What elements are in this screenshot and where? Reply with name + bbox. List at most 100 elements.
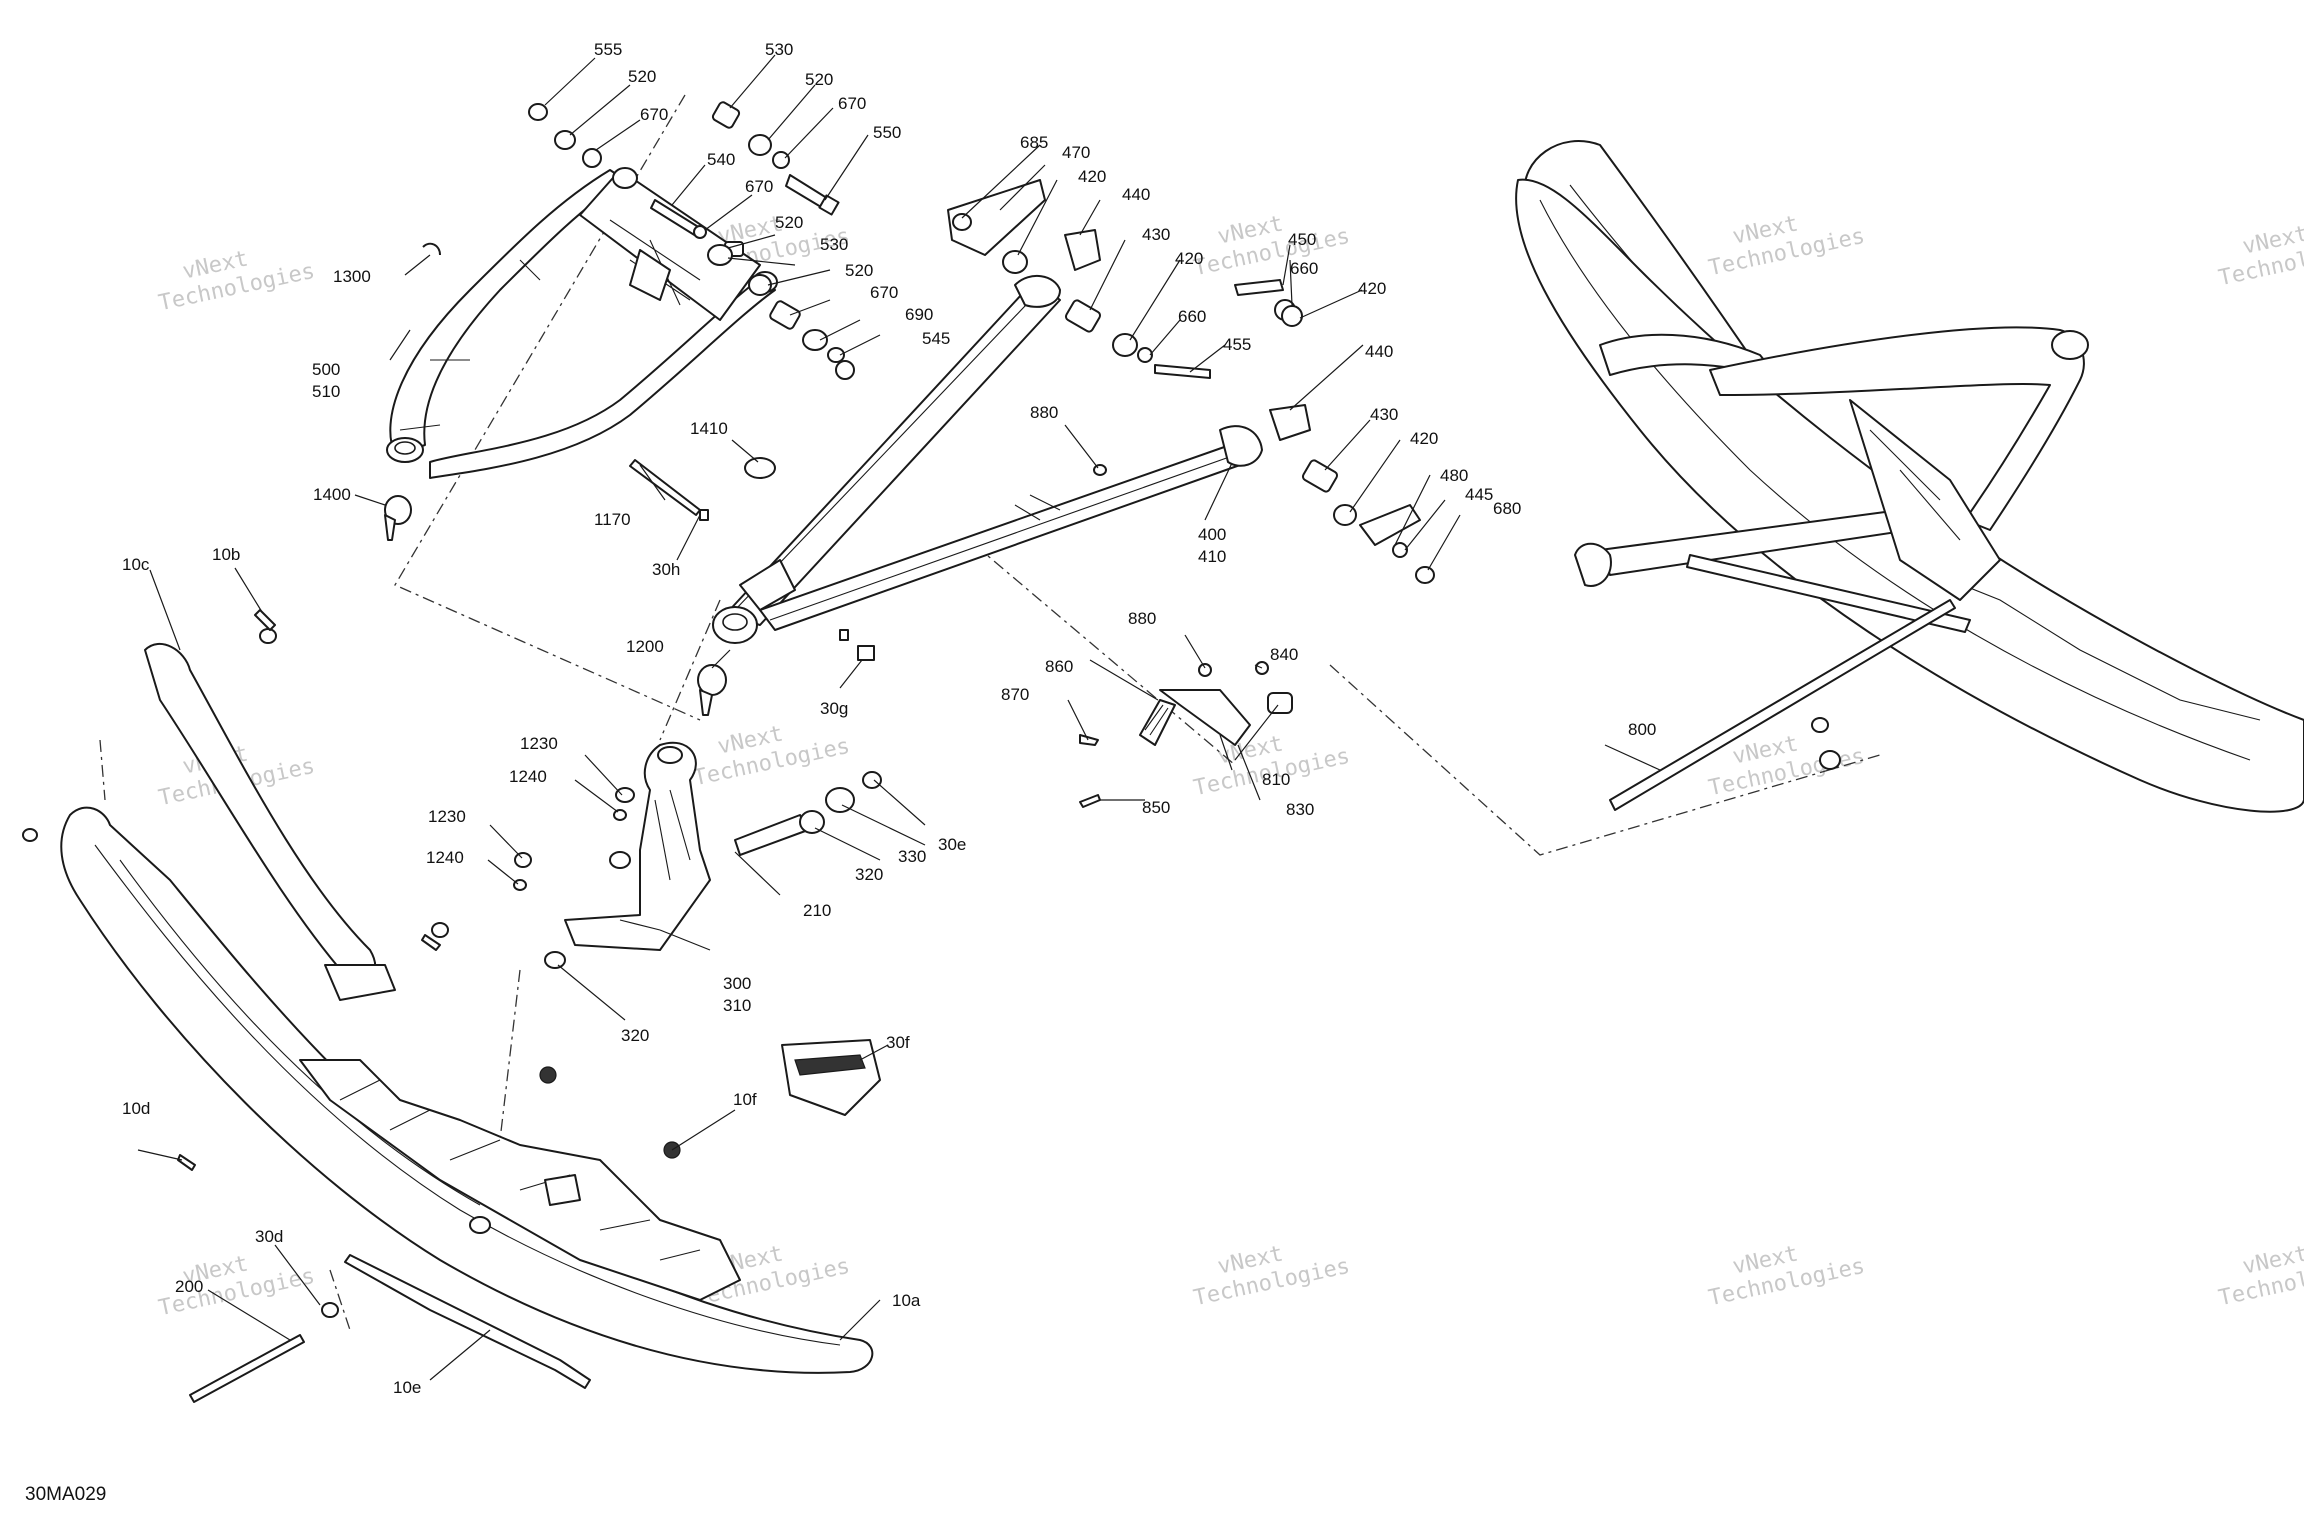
assembly-centerlines — [99, 94, 1881, 1331]
callout-30d: 30d — [255, 1227, 283, 1246]
watermark: vNext Technologies — [2216, 1241, 2304, 1311]
callout-200: 200 — [175, 1277, 203, 1296]
callout-310: 310 — [723, 996, 751, 1015]
callout-660: 660 — [1290, 259, 1318, 278]
callout-810: 810 — [1262, 770, 1290, 789]
callout-1400: 1400 — [313, 485, 351, 504]
callout-1170: 1170 — [594, 510, 631, 529]
callout-210: 210 — [803, 901, 831, 920]
ski-assembly — [22, 609, 881, 1403]
callout-410: 410 — [1198, 547, 1226, 566]
callout-860: 860 — [1045, 657, 1073, 676]
callout-670: 670 — [640, 105, 668, 124]
callout-10a: 10a — [892, 1291, 921, 1310]
snap-ring-1410 — [744, 457, 776, 479]
callout-10f: 10f — [733, 1090, 757, 1109]
ski-spindle — [513, 741, 882, 969]
centerline — [499, 969, 521, 1141]
callout-30f: 30f — [886, 1033, 910, 1052]
callout-1300: 1300 — [333, 267, 371, 286]
callout-850: 850 — [1142, 798, 1170, 817]
watermark: vNext Technologies — [1706, 1241, 1867, 1311]
centerline — [1329, 664, 1881, 856]
callout-300: 300 — [723, 974, 751, 993]
centerline — [659, 599, 721, 741]
callout-445: 445 — [1465, 485, 1493, 504]
callout-10b: 10b — [212, 545, 240, 564]
callout-leader-lines — [137, 54, 1661, 1381]
callout-500: 500 — [312, 360, 340, 379]
callout-330: 330 — [898, 847, 926, 866]
ski-runner-10e — [344, 1254, 591, 1389]
callout-670: 670 — [838, 94, 866, 113]
watermark: vNext Technologies — [1191, 211, 1352, 281]
callout-545: 545 — [922, 329, 950, 348]
arm-810 — [1159, 689, 1251, 746]
watermark: vNext Technologies — [2216, 221, 2304, 291]
callout-830: 830 — [1286, 800, 1314, 819]
callout-455: 455 — [1223, 335, 1251, 354]
ski-pad-30f — [781, 1039, 881, 1116]
callout-870: 870 — [1001, 685, 1029, 704]
callout-690: 690 — [905, 305, 933, 324]
steering-linkage — [1079, 661, 1293, 808]
callout-670: 670 — [745, 177, 773, 196]
callout-530: 530 — [820, 235, 848, 254]
watermark: vNext Technologies — [691, 721, 852, 791]
callout-420: 420 — [1078, 167, 1106, 186]
callout-550: 550 — [873, 123, 901, 142]
callout-555: 555 — [594, 40, 622, 59]
callout-10d: 10d — [122, 1099, 150, 1118]
callout-520: 520 — [845, 261, 873, 280]
callout-10c: 10c — [122, 555, 150, 574]
callout-420: 420 — [1410, 429, 1438, 448]
centerline — [99, 739, 106, 801]
watermark: vNext Technologies — [1191, 1241, 1352, 1311]
callout-520: 520 — [775, 213, 803, 232]
snap-ring-1300 — [422, 242, 441, 256]
callout-labels: 555 520 670 530 520 670 550 540 670 520 … — [122, 40, 1656, 1397]
callout-880: 880 — [1128, 609, 1156, 628]
callout-440: 440 — [1122, 185, 1150, 204]
callout-1410: 1410 — [690, 419, 728, 438]
callout-30e: 30e — [938, 835, 966, 854]
lower-arm-ball-socket — [712, 606, 758, 644]
callout-520: 520 — [628, 67, 656, 86]
callout-880: 880 — [1030, 403, 1058, 422]
watermark: vNext Technologies — [1706, 211, 1867, 281]
ski-leg-10c — [144, 643, 377, 982]
callout-480: 480 — [1440, 466, 1468, 485]
callout-540: 540 — [707, 150, 735, 169]
link-860 — [1139, 699, 1176, 746]
callout-840: 840 — [1270, 645, 1298, 664]
callout-320: 320 — [621, 1026, 649, 1045]
callout-510: 510 — [312, 382, 340, 401]
callout-530: 530 — [765, 40, 793, 59]
watermark: vNext Technologies — [156, 246, 317, 316]
callout-30g: 30g — [820, 699, 848, 718]
callout-420: 420 — [1358, 279, 1386, 298]
callout-685: 685 — [1020, 133, 1048, 152]
lower-arm-hardware — [629, 179, 1435, 716]
callout-420: 420 — [1175, 249, 1203, 268]
ball-joint-1400 — [384, 495, 412, 525]
callout-30h: 30h — [652, 560, 680, 579]
callout-1240: 1240 — [509, 767, 547, 786]
upper-a-arm — [386, 167, 778, 479]
bolt-200 — [189, 1334, 305, 1403]
callout-320: 320 — [855, 865, 883, 884]
callout-400: 400 — [1198, 525, 1226, 544]
centerline — [394, 94, 701, 721]
callout-1230: 1230 — [520, 734, 558, 753]
drawing-code: 30MA029 — [25, 1484, 106, 1505]
callout-680: 680 — [1493, 499, 1521, 518]
callout-1200: 1200 — [626, 637, 664, 656]
callout-1230: 1230 — [428, 807, 466, 826]
callout-660: 660 — [1178, 307, 1206, 326]
assembled-suspension-view — [1515, 140, 2304, 813]
callout-10e: 10e — [393, 1378, 421, 1397]
callout-800: 800 — [1628, 720, 1656, 739]
lower-a-arm — [712, 275, 1263, 644]
tie-rod-800 — [1609, 599, 1956, 811]
callout-520: 520 — [805, 70, 833, 89]
